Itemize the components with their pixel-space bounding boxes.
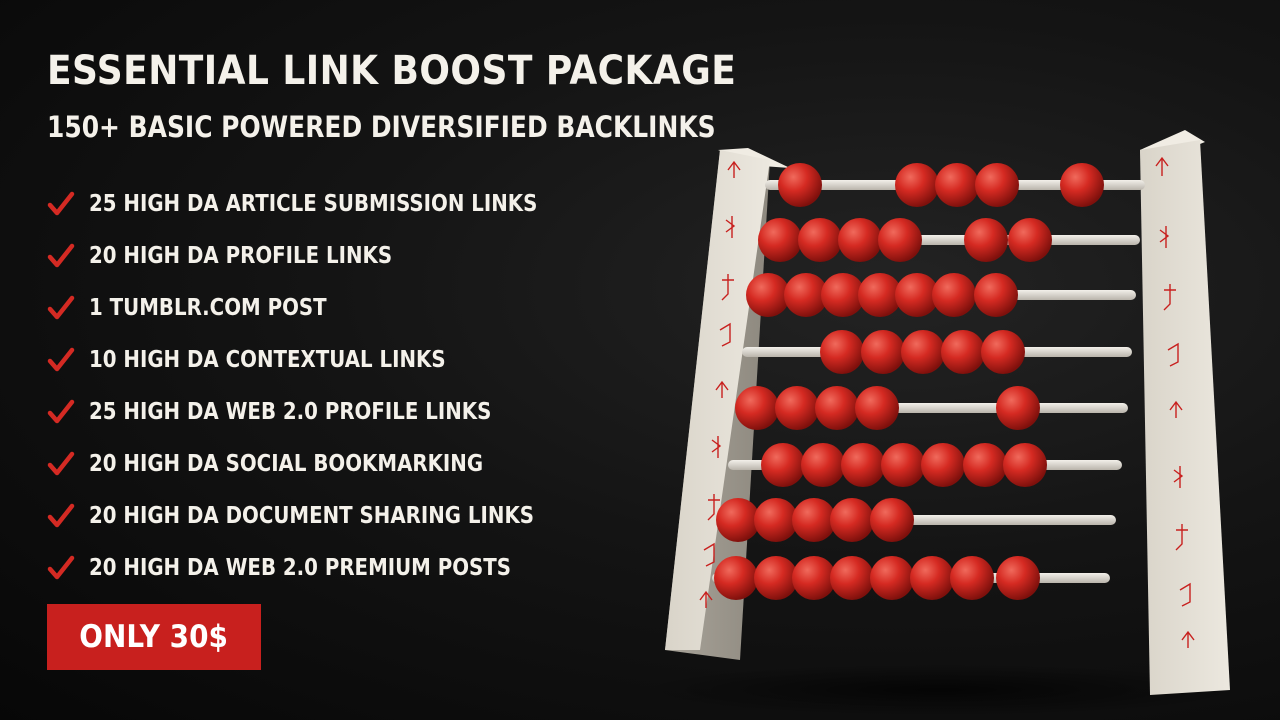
abacus-bead	[778, 163, 822, 207]
abacus-bead	[878, 218, 922, 262]
abacus-bead	[775, 386, 819, 430]
abacus-bead	[910, 556, 954, 600]
abacus-bead	[975, 163, 1019, 207]
check-icon	[47, 243, 75, 268]
abacus-bead	[963, 443, 1007, 487]
list-item: 1 TUMBLR.COM POST	[47, 282, 610, 334]
abacus-bead	[820, 330, 864, 374]
abacus-bead	[754, 556, 798, 600]
page-subtitle: 150+ BASIC POWERED DIVERSIFIED BACKLINKS	[47, 110, 716, 144]
list-item: 10 HIGH DA CONTEXTUAL LINKS	[47, 334, 610, 386]
list-item: 20 HIGH DA SOCIAL BOOKMARKING	[47, 438, 610, 490]
feature-label: 25 HIGH DA WEB 2.0 PROFILE LINKS	[89, 399, 492, 425]
abacus-bead	[964, 218, 1008, 262]
abacus-bead	[950, 556, 994, 600]
abacus-bead	[941, 330, 985, 374]
abacus-bead	[821, 273, 865, 317]
abacus-bead	[870, 556, 914, 600]
abacus-bead	[932, 273, 976, 317]
abacus-bead	[714, 556, 758, 600]
list-item: 20 HIGH DA WEB 2.0 PREMIUM POSTS	[47, 542, 610, 594]
check-icon	[47, 347, 75, 372]
abacus-bead	[754, 498, 798, 542]
abacus-icon	[640, 130, 1240, 716]
abacus-bead	[1003, 443, 1047, 487]
list-item: 25 HIGH DA WEB 2.0 PROFILE LINKS	[47, 386, 610, 438]
abacus-bead	[901, 330, 945, 374]
feature-list: 25 HIGH DA ARTICLE SUBMISSION LINKS 20 H…	[47, 178, 610, 594]
list-item: 20 HIGH DA DOCUMENT SHARING LINKS	[47, 490, 610, 542]
price-label: ONLY 30$	[79, 619, 229, 655]
abacus-bead	[996, 556, 1040, 600]
abacus-beads	[714, 163, 1104, 600]
abacus-bead	[830, 556, 874, 600]
floor-shadow	[640, 664, 1240, 716]
abacus-bead	[996, 386, 1040, 430]
right-frame	[1140, 130, 1230, 695]
abacus-bead	[895, 273, 939, 317]
feature-label: 10 HIGH DA CONTEXTUAL LINKS	[89, 347, 446, 373]
abacus-bead	[815, 386, 859, 430]
abacus-bead	[858, 273, 902, 317]
check-icon	[47, 295, 75, 320]
abacus-bead	[735, 386, 779, 430]
feature-label: 1 TUMBLR.COM POST	[89, 295, 327, 321]
abacus-bead	[981, 330, 1025, 374]
abacus-bead	[801, 443, 845, 487]
feature-label: 20 HIGH DA DOCUMENT SHARING LINKS	[89, 503, 535, 529]
abacus-bead	[1060, 163, 1104, 207]
abacus-bead	[792, 556, 836, 600]
abacus-bead	[798, 218, 842, 262]
check-icon	[47, 399, 75, 424]
abacus-bead	[1008, 218, 1052, 262]
abacus-bead	[838, 218, 882, 262]
page-title: ESSENTIAL LINK BOOST PACKAGE	[47, 48, 737, 94]
abacus-bead	[716, 498, 760, 542]
feature-label: 20 HIGH DA PROFILE LINKS	[89, 243, 393, 269]
check-icon	[47, 191, 75, 216]
list-item: 25 HIGH DA ARTICLE SUBMISSION LINKS	[47, 178, 610, 230]
abacus-bead	[830, 498, 874, 542]
abacus-bead	[746, 273, 790, 317]
abacus-bead	[758, 218, 802, 262]
abacus-bead	[784, 273, 828, 317]
abacus-bead	[861, 330, 905, 374]
feature-label: 25 HIGH DA ARTICLE SUBMISSION LINKS	[89, 191, 538, 217]
abacus-bead	[974, 273, 1018, 317]
abacus-bead	[895, 163, 939, 207]
abacus-bead	[841, 443, 885, 487]
check-icon	[47, 503, 75, 528]
abacus-bead	[855, 386, 899, 430]
check-icon	[47, 555, 75, 580]
feature-label: 20 HIGH DA SOCIAL BOOKMARKING	[89, 451, 484, 477]
abacus-bead	[881, 443, 925, 487]
abacus-bead	[870, 498, 914, 542]
left-frame-markings	[699, 160, 741, 608]
check-icon	[47, 451, 75, 476]
abacus-bead	[921, 443, 965, 487]
feature-label: 20 HIGH DA WEB 2.0 PREMIUM POSTS	[89, 555, 512, 581]
abacus-bead	[935, 163, 979, 207]
list-item: 20 HIGH DA PROFILE LINKS	[47, 230, 610, 282]
abacus-bead	[761, 443, 805, 487]
right-frame-markings	[1155, 156, 1195, 648]
abacus-bead	[792, 498, 836, 542]
price-badge: ONLY 30$	[47, 604, 261, 670]
